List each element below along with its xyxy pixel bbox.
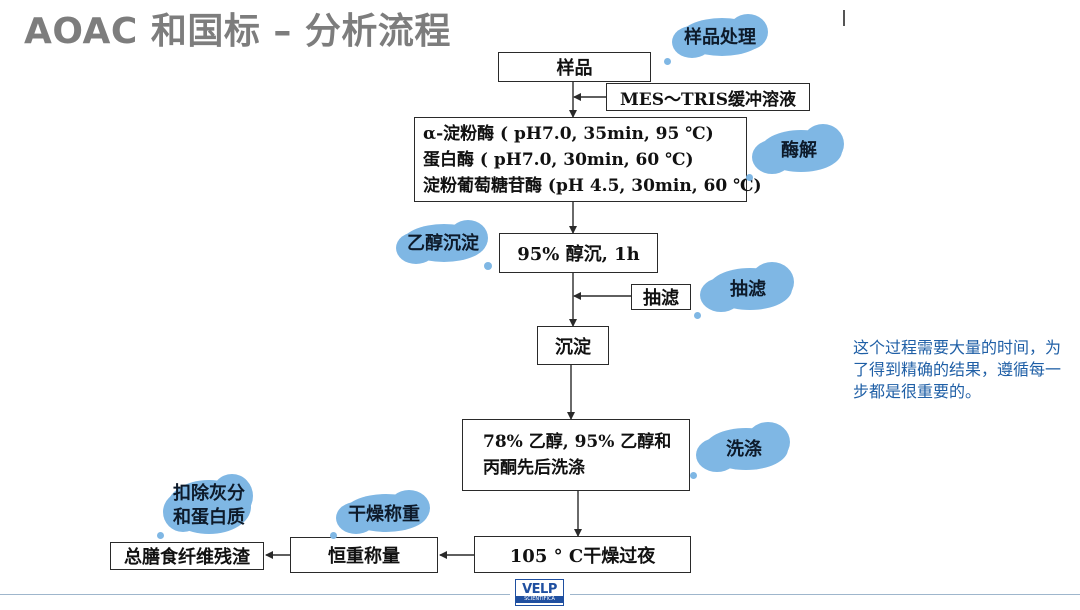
enzyme-step-alpha-amylase: α-淀粉酶 ( pH7.0, 35min, 95 ℃) [423, 123, 714, 144]
cloud-dry-weigh-label: 干燥称重 [348, 504, 420, 525]
buffer-box: MES～TRIS缓冲溶液 [606, 83, 810, 111]
logo-sub: SCIENTIFICA [516, 595, 563, 603]
cloud-suction-filtration: 抽滤 [694, 262, 796, 319]
cloud-deduct-line-2: 和蛋白质 [173, 507, 245, 528]
cloud-enzymolysis-label: 酶解 [781, 140, 817, 161]
cloud-sample-processing: 样品处理 [664, 12, 770, 65]
cloud-sample-processing-label: 样品处理 [684, 27, 756, 48]
title-divider [843, 10, 845, 26]
cloud-dry-weigh: 干燥称重 [330, 490, 432, 540]
enzyme-step-protease: 蛋白酶 ( pH7.0, 30min, 60 ℃) [423, 149, 694, 170]
explanation-note: 这个过程需要大量的时间，为了得到精确的结果，遵循每一步都是很重要的。 [853, 338, 1062, 401]
sample-box: 样品 [498, 52, 651, 82]
cloud-washing: 洗涤 [690, 422, 792, 479]
cloud-deduct-line-1: 扣除灰分 [173, 483, 245, 504]
cloud-ethanol-precipitation-label: 乙醇沉淀 [407, 233, 479, 254]
suction-box: 抽滤 [631, 284, 691, 310]
cloud-suction-filtration-label: 抽滤 [730, 279, 766, 300]
enzyme-step-amyloglucosidase: 淀粉葡萄糖苷酶 (pH 4.5, 30min, 60 ℃) [423, 175, 762, 196]
cloud-enzymolysis: 酶解 [746, 124, 846, 181]
velp-logo: VELP SCIENTIFICA [515, 579, 564, 606]
residue-box: 总膳食纤维残渣 [110, 542, 264, 570]
cloud-ethanol-precipitation: 乙醇沉淀 [396, 218, 492, 270]
footer-line-right [570, 594, 1080, 595]
page-title: AOAC 和国标 – 分析流程 [24, 11, 451, 52]
wash-box: 78% 乙醇, 95% 乙醇和 丙酮先后洗涤 [462, 419, 690, 491]
cloud-deduct-ash-protein: 扣除灰分 和蛋白质 [157, 474, 255, 539]
wash-line-1: 78% 乙醇, 95% 乙醇和 [483, 432, 672, 452]
dry-box: 105 ° C干燥过夜 [474, 536, 691, 573]
footer-line-left [0, 594, 510, 595]
constant-weigh-box: 恒重称量 [290, 537, 438, 573]
enzyme-box: α-淀粉酶 ( pH7.0, 35min, 95 ℃) 蛋白酶 ( pH7.0,… [414, 117, 762, 202]
logo-brand: VELP [522, 581, 557, 597]
precipitate-box: 沉淀 [537, 326, 609, 365]
ethanol-precip-box: 95% 醇沉, 1h [499, 233, 658, 273]
wash-line-2: 丙酮先后洗涤 [483, 458, 585, 478]
cloud-washing-label: 洗涤 [726, 439, 762, 460]
